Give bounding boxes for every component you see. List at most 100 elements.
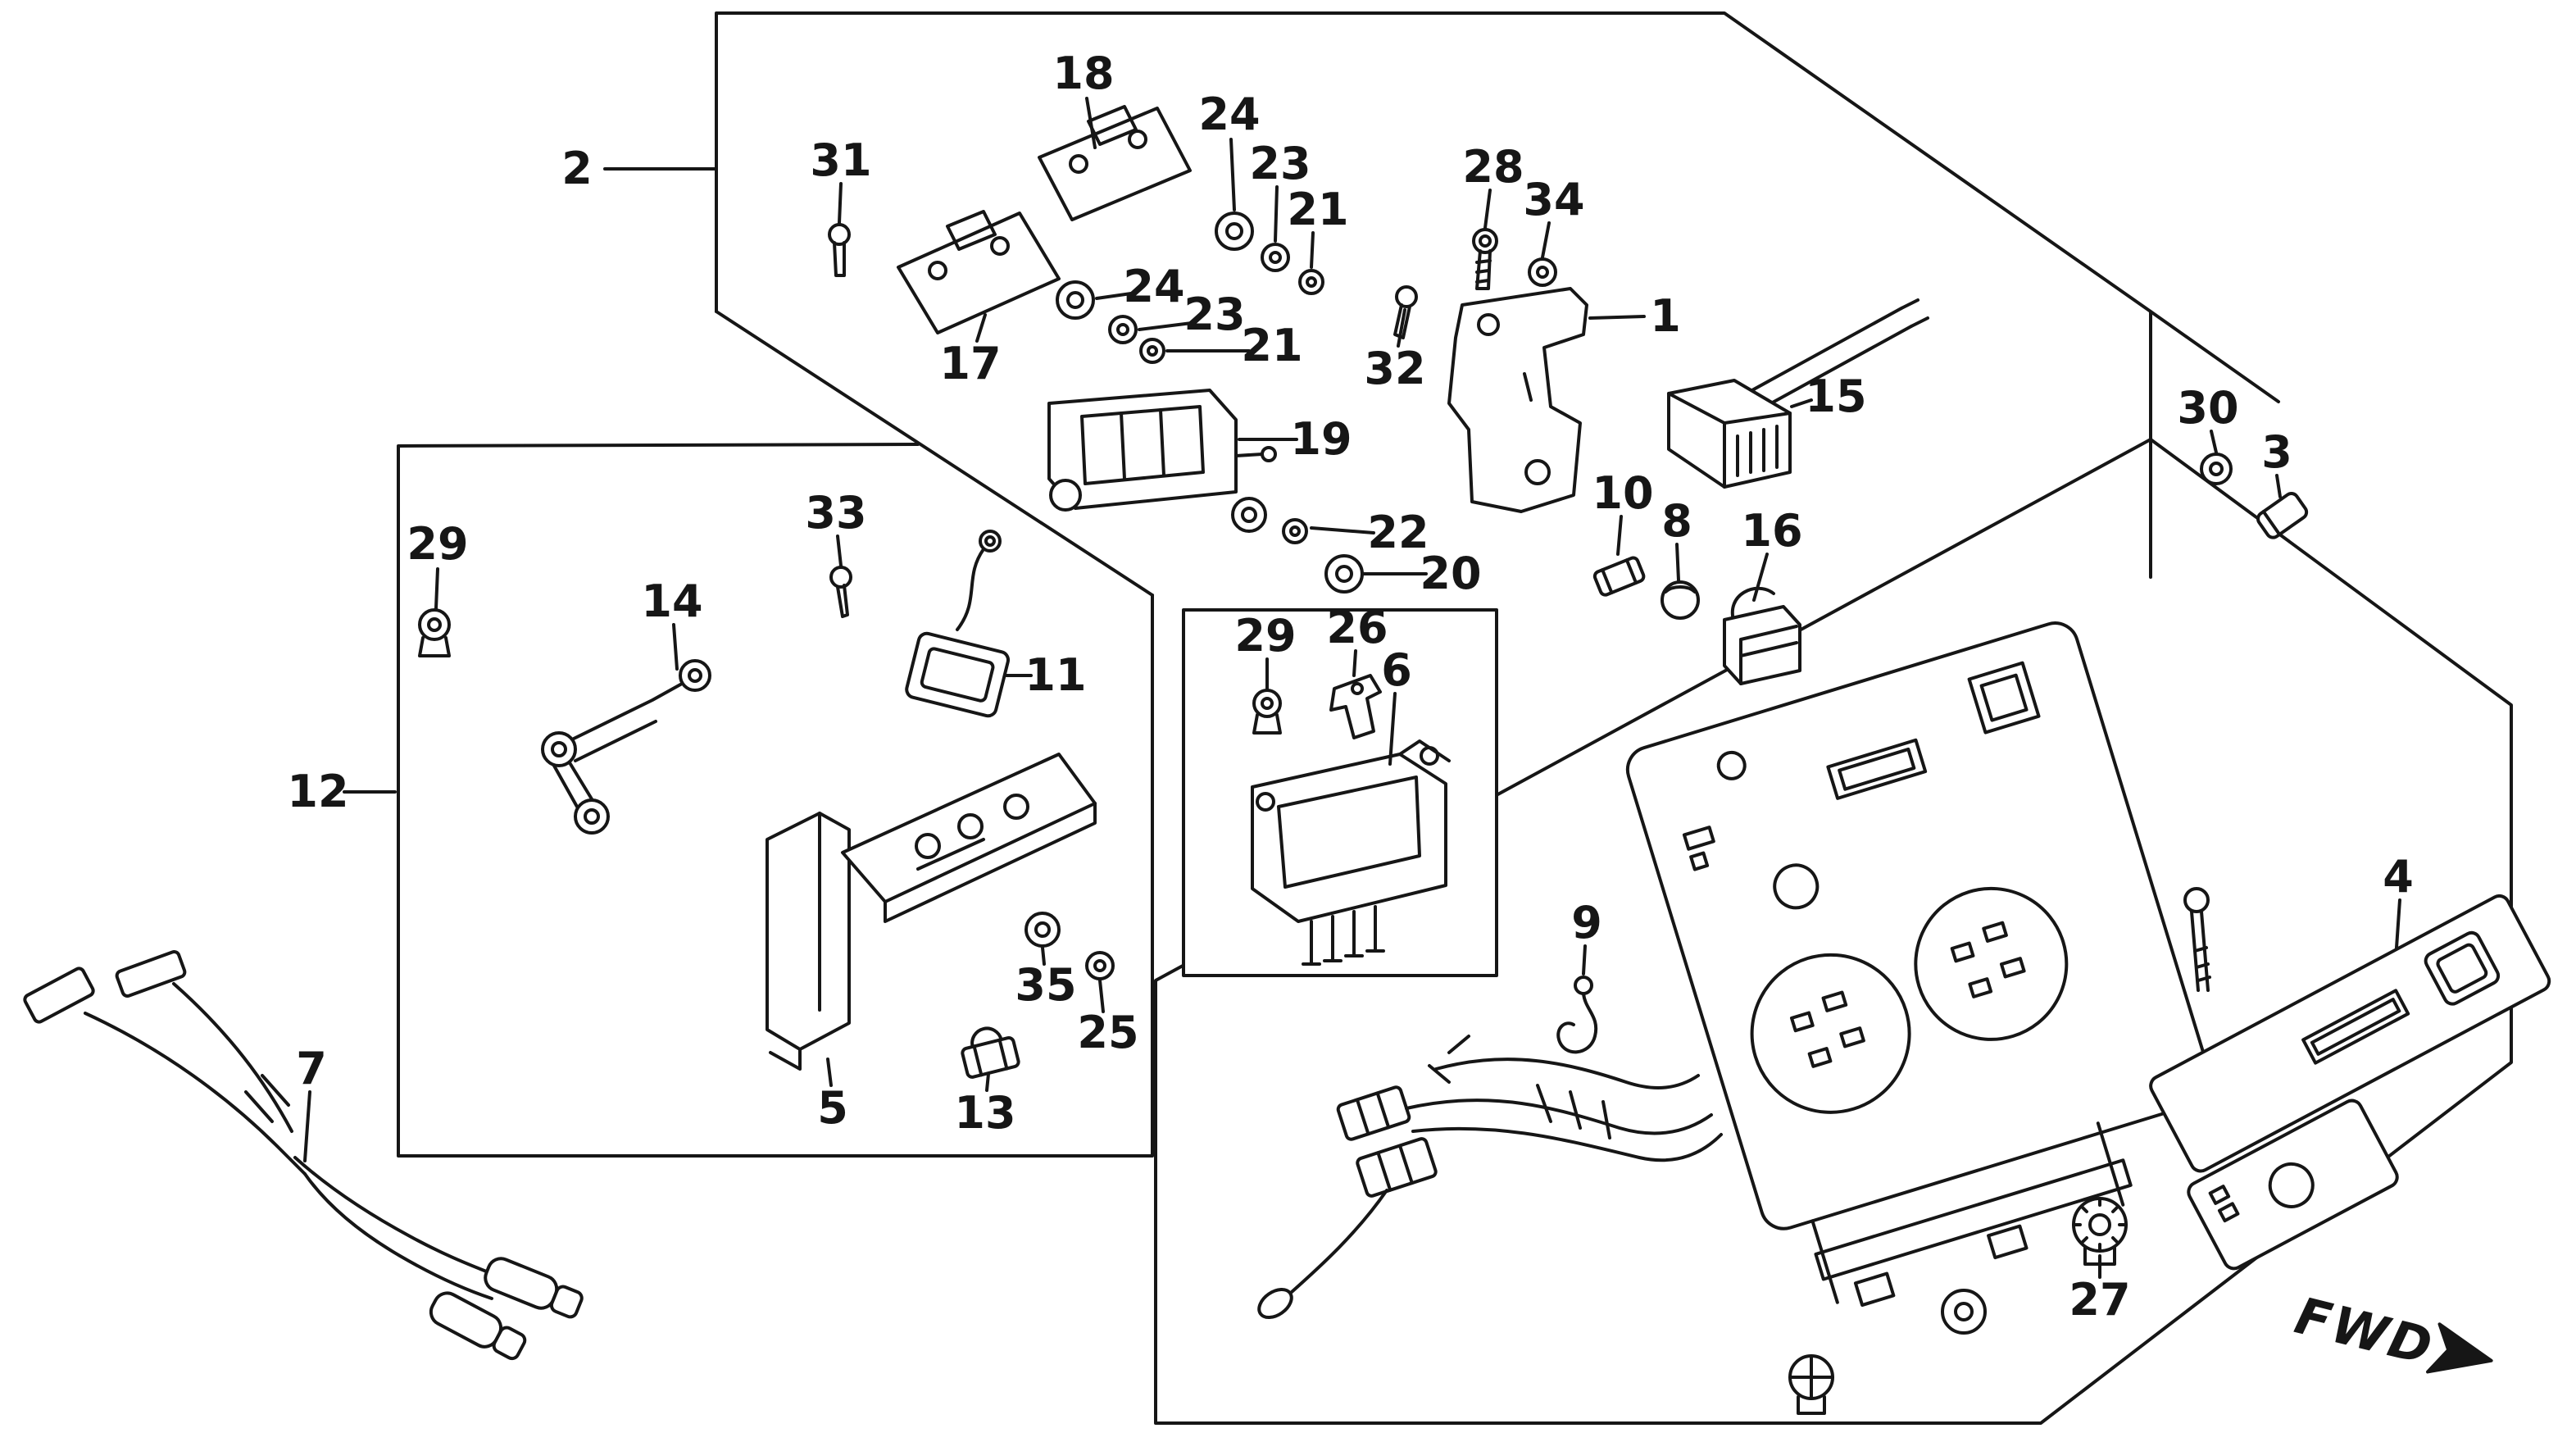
part-number-28: 28 (1462, 141, 1524, 193)
part-number-5: 5 (817, 1082, 848, 1134)
part-4-sub-panel (2149, 894, 2551, 1271)
part-28-bolt (1472, 228, 1498, 290)
part-number-23: 23 (1184, 289, 1245, 340)
part-8-cap (1661, 580, 1700, 620)
part-number-25: 25 (1077, 1007, 1138, 1058)
part-number-14: 14 (641, 575, 702, 627)
part-number-22: 22 (1367, 507, 1429, 558)
leader-line-34 (1541, 221, 1551, 259)
leader-line-26 (1352, 649, 1357, 677)
boundary-box-main (1154, 310, 2513, 1425)
part-number-34: 34 (1523, 174, 1584, 225)
part-22-spring (1231, 497, 1308, 544)
part-24-bulb-mid (1056, 280, 1095, 320)
part-15-relay (1667, 298, 1929, 489)
leader-line-32 (1397, 308, 1406, 348)
leader-line-16 (1752, 553, 1769, 602)
boundary-box-top (715, 11, 2152, 597)
part-number-13: 13 (954, 1087, 1015, 1139)
leader-line-6 (1388, 692, 1397, 766)
leader-line-24 (1095, 292, 1133, 300)
panel-cap (1788, 1354, 1834, 1415)
part-11-coil-unit (905, 530, 1011, 718)
part-number-24: 24 (1123, 261, 1184, 312)
part-17-switch-plate (897, 210, 1061, 334)
part-33-screw (829, 566, 852, 618)
leader-line-8 (1675, 543, 1680, 582)
leader-line-25 (1098, 979, 1105, 1013)
part-21-nut-top (1298, 269, 1324, 295)
part-number-9: 9 (1571, 897, 1602, 948)
part-number-31: 31 (810, 134, 871, 186)
part-16-connector (1723, 586, 1801, 685)
leader-line-5 (826, 1058, 833, 1087)
part-13-clamp (961, 1026, 1020, 1079)
part-29-clip-right (1252, 689, 1282, 735)
part-number-3: 3 (2261, 426, 2292, 478)
part-number-10: 10 (1592, 467, 1653, 519)
leader-line-15 (1790, 398, 1813, 408)
leader-line-18 (1085, 97, 1097, 149)
part-26-bracket (1329, 674, 1382, 739)
leader-line-23 (1274, 185, 1279, 243)
part-number-17: 17 (939, 338, 1001, 389)
part-6-regulator (1251, 739, 1451, 966)
leader-line-28 (1483, 189, 1492, 230)
leader-line-4 (2395, 898, 2401, 949)
part-3-terminal (2256, 491, 2309, 539)
part-number-7: 7 (296, 1043, 327, 1094)
part-number-35: 35 (1015, 959, 1076, 1011)
leader-line-22 (1310, 526, 1375, 534)
part-number-33: 33 (805, 487, 866, 539)
leader-line-29 (434, 567, 439, 610)
part-18-switch-plate (1038, 105, 1192, 221)
part-20-cap (1324, 554, 1364, 594)
part-number-27: 27 (2069, 1274, 2130, 1326)
leader-line-23 (1138, 321, 1193, 331)
leader-line-17 (975, 313, 987, 343)
leader-line-30 (2210, 430, 2218, 454)
part-24-bulb-top (1215, 212, 1254, 251)
part-number-23: 23 (1249, 138, 1311, 189)
part-27-wingnut (2072, 1197, 2128, 1266)
part-25-grommet (1085, 951, 1115, 980)
part-34-washer (1528, 257, 1557, 287)
part-number-32: 32 (1364, 343, 1425, 394)
part-number-16: 16 (1741, 505, 1802, 557)
diagram-artwork: FWD 218242321312834172423213211530319293… (23, 11, 2551, 1425)
control-panel (1625, 621, 2213, 1308)
part-29-clip-left (418, 608, 451, 657)
boundary-box-left (397, 443, 1154, 1158)
fwd-indicator: FWD (2289, 1285, 2493, 1377)
main-wire-harness (1257, 1035, 1723, 1320)
fwd-arrow-icon (2426, 1322, 2493, 1374)
part-number-8: 8 (1661, 495, 1692, 547)
part-number-4: 4 (2383, 851, 2414, 903)
part-number-15: 15 (1805, 371, 1866, 422)
fwd-label: FWD (2289, 1285, 2440, 1377)
part-number-20: 20 (1420, 548, 1481, 599)
part-30-grommet (2200, 453, 2233, 485)
leader-line-33 (836, 534, 843, 567)
part-number-19: 19 (1290, 413, 1352, 465)
leader-line-14 (672, 623, 679, 671)
leader-line-21 (1310, 231, 1315, 269)
panel-thumbscrew (1941, 1289, 1987, 1335)
part-number-29: 29 (1234, 610, 1296, 662)
panel-bolt (2183, 887, 2211, 992)
part-31-screw (828, 223, 851, 277)
part-number-11: 11 (1024, 649, 1086, 701)
part-number-18: 18 (1052, 48, 1114, 99)
leader-line-9 (1582, 944, 1587, 976)
part-9-hook (1556, 976, 1598, 1054)
part-number-2: 2 (561, 143, 593, 194)
part-23-socket-mid (1108, 315, 1138, 344)
leader-line-7 (303, 1090, 311, 1162)
part-number-29: 29 (407, 518, 468, 570)
part-5-bracket (766, 753, 1097, 1071)
leader-line-3 (2275, 474, 2282, 498)
leader-line-1 (1588, 315, 1646, 320)
